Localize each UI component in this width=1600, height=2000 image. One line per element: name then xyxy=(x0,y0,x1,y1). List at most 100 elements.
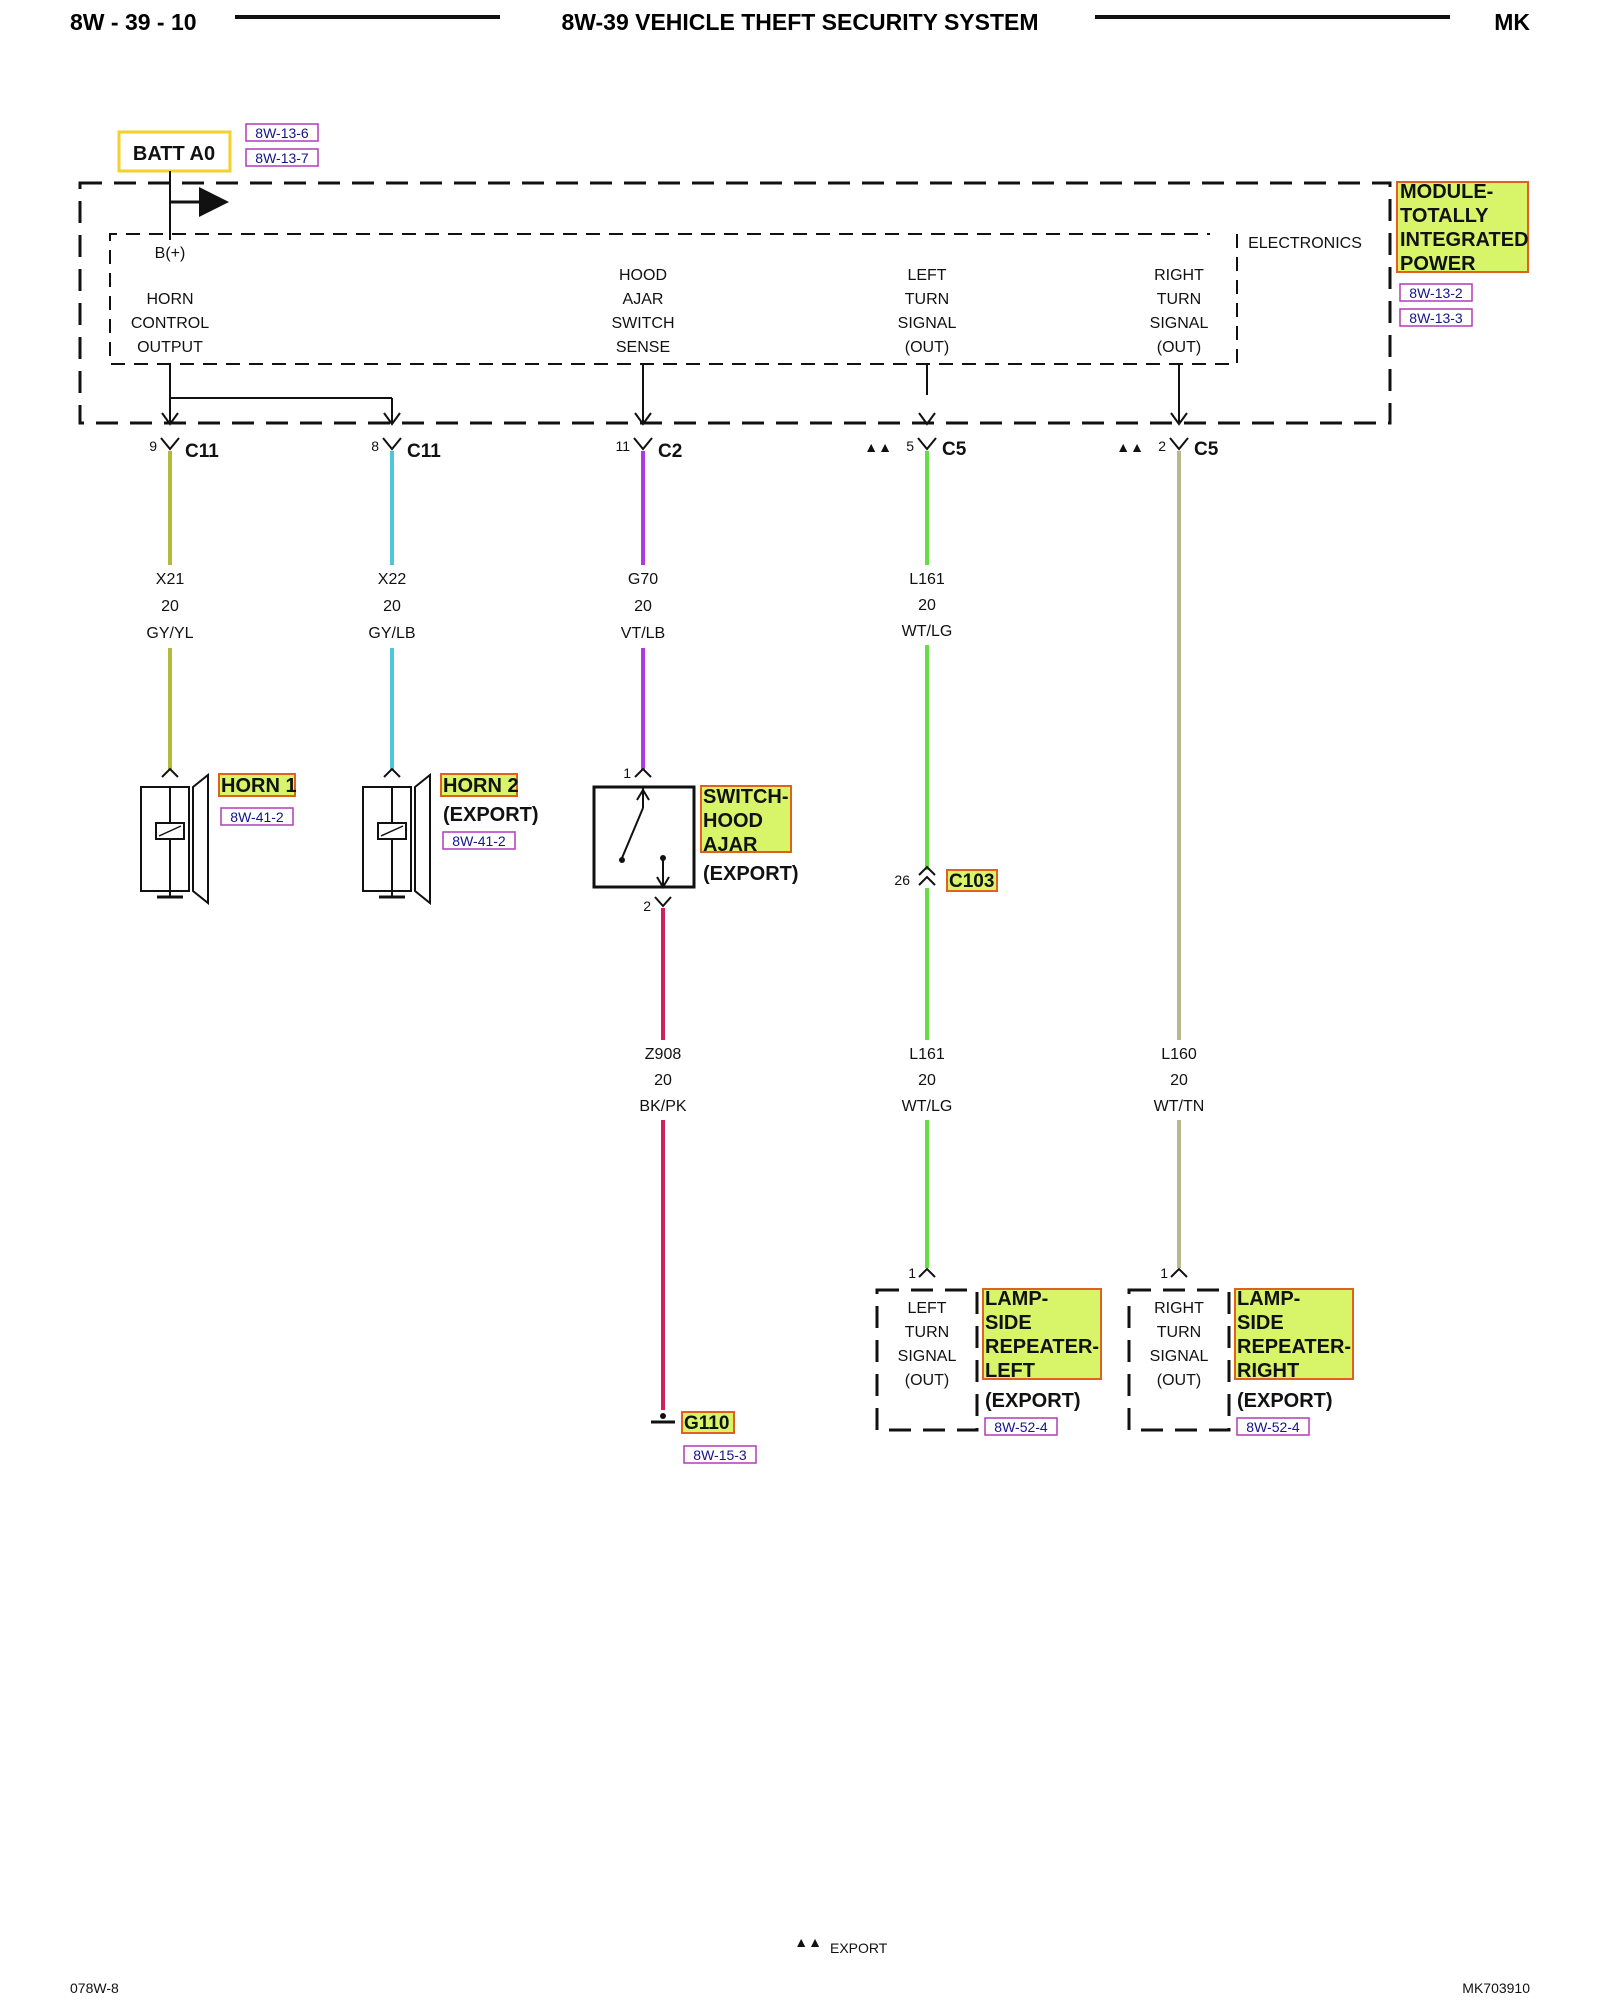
page-code: 8W - 39 - 10 xyxy=(70,9,197,35)
electronics-label: ELECTRONICS xyxy=(1248,235,1362,252)
horn-2-note: (EXPORT) xyxy=(443,804,539,826)
wire-circuit: L160 xyxy=(1161,1046,1197,1063)
lamp-right-inner-line: TURN xyxy=(1157,1324,1201,1341)
pin-label-line: TURN xyxy=(1157,291,1201,308)
pin-label-line: SENSE xyxy=(616,339,670,356)
connector-pin: 2 xyxy=(1158,438,1166,454)
pin-label-right-turn: RIGHT TURN SIGNAL (OUT) xyxy=(1150,267,1209,356)
lamp-right-name-line: LAMP- xyxy=(1237,1288,1300,1310)
wire-gauge: 20 xyxy=(654,1072,672,1089)
connector-c5-pin2: ▲▲ 2 C5 xyxy=(1116,437,1219,460)
ref-box xyxy=(442,831,516,850)
lamp-left-inner-line: (OUT) xyxy=(905,1372,949,1389)
ref-link[interactable]: 8W-13-7 xyxy=(255,150,309,166)
lamp-left-inner-line: SIGNAL xyxy=(898,1348,957,1365)
pin-label-line: SWITCH xyxy=(611,315,674,332)
batt-a0-box xyxy=(117,130,232,173)
switch-name-line: AJAR xyxy=(703,834,758,856)
ref-box xyxy=(683,1445,757,1464)
electronics-inner-box xyxy=(109,233,1238,365)
ground-symbol xyxy=(651,1413,675,1424)
connector-name: C103 xyxy=(949,871,994,892)
connector-name: C2 xyxy=(658,441,682,462)
lamp-left-name-line: SIDE xyxy=(985,1312,1032,1334)
wire-gauge: 20 xyxy=(1170,1072,1188,1089)
lamp-left-name-line: LEFT xyxy=(985,1360,1035,1382)
wire-color: WT/TN xyxy=(1154,1098,1205,1115)
switch-name-line: SWITCH- xyxy=(703,786,789,808)
wire-circuit: X22 xyxy=(378,571,407,588)
lamp-left-inner-line: LEFT xyxy=(907,1300,946,1317)
wire-gauge: 20 xyxy=(918,1072,936,1089)
connector-name: C11 xyxy=(185,441,219,462)
module-name-line: MODULE- xyxy=(1400,181,1493,203)
ref-link[interactable]: 8W-52-4 xyxy=(994,1419,1048,1435)
lamp-right-inner-line: (OUT) xyxy=(1157,1372,1201,1389)
pin-label-horn: HORN CONTROL OUTPUT xyxy=(131,291,209,356)
wire-color: GY/YL xyxy=(146,625,193,642)
ref-box xyxy=(220,807,294,826)
connector-glyph xyxy=(160,437,180,451)
lamp-left-name: LAMP- SIDE REPEATER- LEFT xyxy=(985,1288,1099,1382)
module-internal-wiring xyxy=(169,364,1180,422)
connector-name: C11 xyxy=(407,441,441,462)
horn-1-symbol xyxy=(140,767,209,906)
pin-label-line: SIGNAL xyxy=(898,315,957,332)
wire-circuit: L161 xyxy=(909,571,945,588)
module-name: MODULE- TOTALLY INTEGRATED POWER xyxy=(1400,181,1529,275)
lamp-left-highlight xyxy=(982,1288,1102,1380)
ref-box xyxy=(245,148,319,167)
bplus-label: B(+) xyxy=(155,245,186,262)
export-mark: ▲▲ xyxy=(1116,439,1144,455)
lamp-right-symbol: 1 RIGHT TURN SIGNAL (OUT) xyxy=(1127,1265,1231,1432)
ref-link[interactable]: 8W-13-2 xyxy=(1409,285,1463,301)
legend-text: EXPORT xyxy=(830,1940,888,1956)
lamp-right-inner-line: RIGHT xyxy=(1154,1300,1204,1317)
pin-label-line: HOOD xyxy=(619,267,667,284)
connector-c11-pin8: 8 C11 xyxy=(371,437,441,462)
lamp-right-name-line: SIDE xyxy=(1237,1312,1284,1334)
ref-box xyxy=(1236,1417,1310,1436)
module-name-line: POWER xyxy=(1400,253,1476,275)
wire-color: GY/LB xyxy=(368,625,415,642)
connector-glyph xyxy=(382,437,402,451)
ref-box xyxy=(245,123,319,142)
ref-link[interactable]: 8W-41-2 xyxy=(230,809,284,825)
ref-link[interactable]: 8W-13-3 xyxy=(1409,310,1463,326)
lamp-left-name-line: LAMP- xyxy=(985,1288,1048,1310)
c103-highlight xyxy=(946,869,998,892)
batt-a0-label: BATT A0 xyxy=(133,143,215,165)
pin-label-line: RIGHT xyxy=(1154,267,1204,284)
ref-link[interactable]: 8W-52-4 xyxy=(1246,1419,1300,1435)
wire-color: BK/PK xyxy=(639,1098,686,1115)
wire-label-l161-upper: L161 20 WT/LG xyxy=(902,571,953,640)
ref-link[interactable]: 8W-13-6 xyxy=(255,125,309,141)
wire-label-x22: X22 20 GY/LB xyxy=(368,571,415,642)
hood-ajar-switch-symbol: 1 2 xyxy=(592,765,696,914)
lamp-left-inner-line: TURN xyxy=(905,1324,949,1341)
wire-circuit: Z908 xyxy=(645,1046,682,1063)
lamp-right-inner-line: SIGNAL xyxy=(1150,1348,1209,1365)
connector-glyph xyxy=(1169,437,1189,451)
wire-circuit: L161 xyxy=(909,1046,945,1063)
switch-name-highlight xyxy=(700,785,792,853)
wire-gauge: 20 xyxy=(634,598,652,615)
ref-link[interactable]: 8W-41-2 xyxy=(452,833,506,849)
model-code: MK xyxy=(1494,9,1530,35)
wire-label-l160: L160 20 WT/TN xyxy=(1154,1046,1205,1115)
lamp-right-note: (EXPORT) xyxy=(1237,1390,1333,1412)
connector-c2-pin11: 11 C2 xyxy=(615,437,682,462)
module-refs: 8W-13-2 8W-13-3 xyxy=(1399,283,1473,327)
wire-circuit: X21 xyxy=(156,571,185,588)
pin-label-line: HORN xyxy=(146,291,193,308)
pin-label-line: TURN xyxy=(905,291,949,308)
pin-label-line: LEFT xyxy=(907,267,946,284)
module-outer-box xyxy=(78,181,1392,425)
pin-label-line: CONTROL xyxy=(131,315,209,332)
ref-link[interactable]: 8W-15-3 xyxy=(693,1447,747,1463)
pin-label-line: (OUT) xyxy=(905,339,949,356)
connector-pin: 26 xyxy=(894,872,910,888)
g110-highlight xyxy=(681,1411,735,1434)
connector-name: C5 xyxy=(1194,439,1219,460)
